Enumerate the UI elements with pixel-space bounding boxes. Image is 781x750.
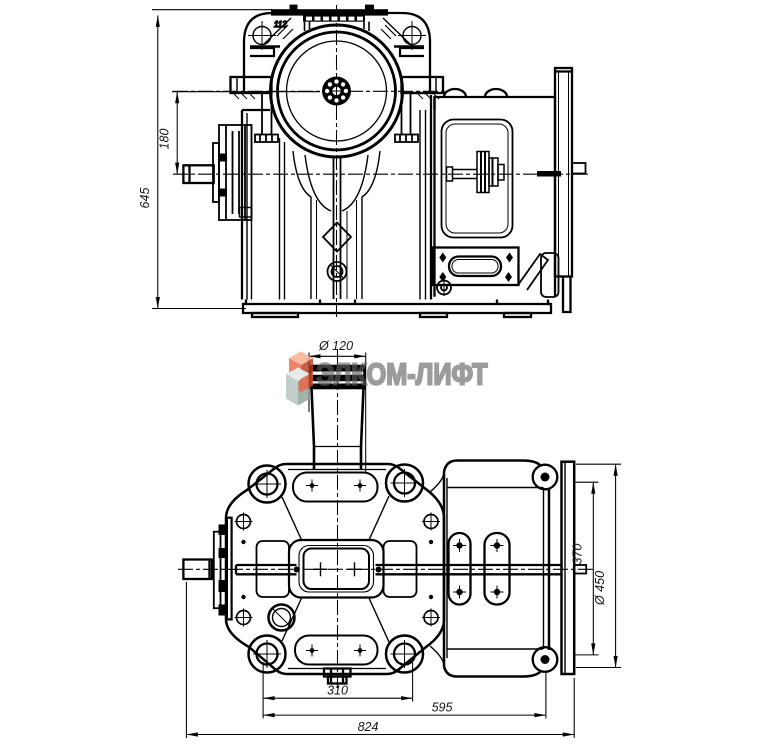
svg-text:180: 180 xyxy=(158,129,172,150)
svg-text:ЭЛКОМ-ЛИФТ: ЭЛКОМ-ЛИФТ xyxy=(317,357,488,392)
svg-text:824: 824 xyxy=(358,720,379,734)
svg-text:112: 112 xyxy=(274,20,287,29)
svg-text:Ø 450: Ø 450 xyxy=(593,571,607,606)
svg-text:370: 370 xyxy=(571,544,585,565)
svg-text:595: 595 xyxy=(432,701,453,715)
svg-text:Ø 120: Ø 120 xyxy=(318,339,353,353)
svg-text:310: 310 xyxy=(327,684,348,698)
svg-text:645: 645 xyxy=(138,188,152,209)
